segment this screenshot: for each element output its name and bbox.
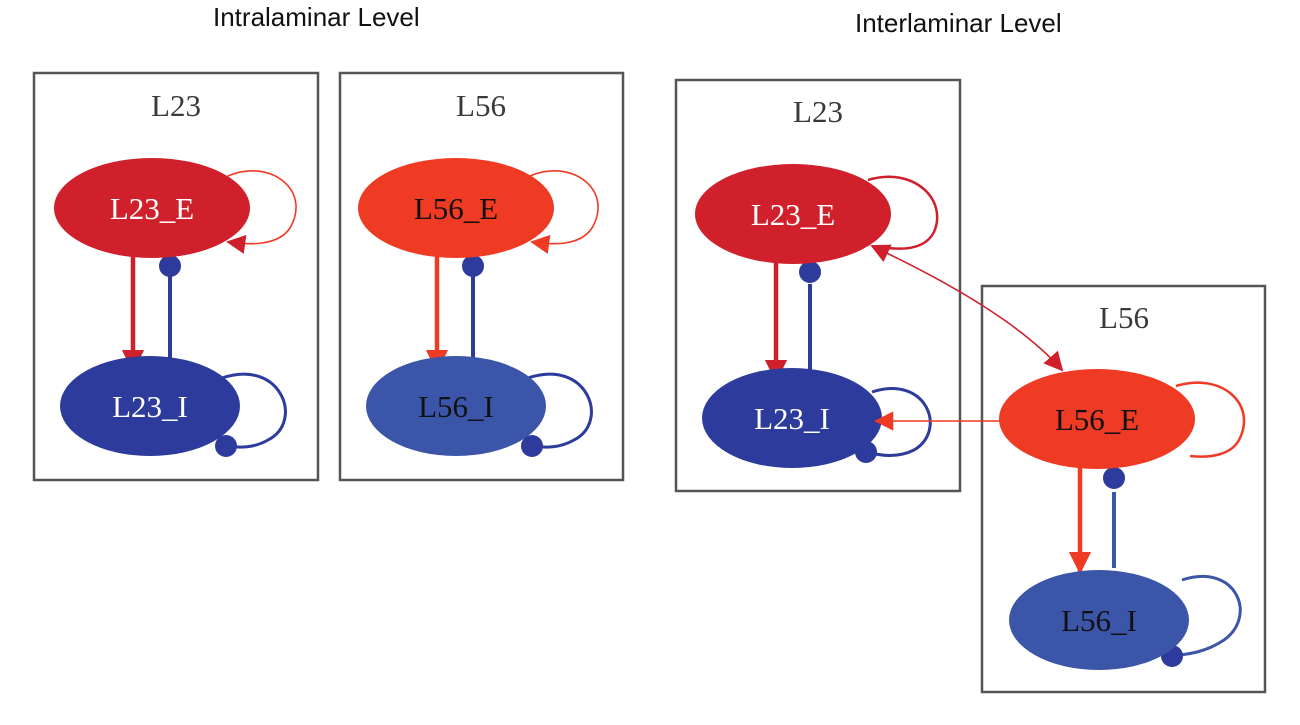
node-excitatory bbox=[695, 164, 891, 264]
inhibitory-terminal bbox=[1103, 467, 1125, 489]
cluster-label: L23 bbox=[151, 88, 201, 123]
node-inhibitory bbox=[1009, 570, 1189, 670]
node-label: L56_E bbox=[1055, 402, 1139, 437]
self-loop-excitatory bbox=[529, 170, 599, 254]
inhibitory-terminal bbox=[159, 255, 181, 277]
node-inhibitory bbox=[60, 356, 240, 456]
self-loop-inhibitory bbox=[1171, 574, 1242, 658]
cluster-box bbox=[338, 71, 625, 482]
cluster-box bbox=[32, 71, 320, 482]
interlaminar-edges bbox=[870, 244, 1064, 431]
node-label: L23_I bbox=[754, 401, 830, 436]
node-label: L23_E bbox=[110, 191, 194, 226]
node-excitatory bbox=[54, 158, 250, 258]
self-loop-inhibitory bbox=[865, 387, 932, 457]
node-label: L23_E bbox=[751, 197, 835, 232]
cluster-box bbox=[980, 284, 1267, 694]
intra-cluster-l56: L56 L56_E L56_I bbox=[338, 71, 625, 482]
node-inhibitory bbox=[366, 356, 546, 456]
self-loop-inhibitory bbox=[221, 372, 287, 449]
inhibitory-terminal bbox=[521, 435, 543, 457]
self-loop-excitatory bbox=[1175, 381, 1246, 458]
node-label: L56_I bbox=[1061, 603, 1137, 638]
node-label: L56_I bbox=[418, 389, 494, 424]
cluster-label: L23 bbox=[793, 94, 843, 129]
inter-cluster-l56: L56 L56_E L56_I bbox=[980, 284, 1267, 694]
node-label: L23_I bbox=[112, 389, 188, 424]
inhibitory-terminal bbox=[215, 435, 237, 457]
edge-l23e-l56e bbox=[870, 244, 1064, 372]
node-inhibitory bbox=[702, 368, 882, 468]
cluster-label: L56 bbox=[1099, 300, 1149, 335]
inhibitory-terminal bbox=[799, 261, 821, 283]
intralaminar-heading: Intralaminar Level bbox=[213, 2, 420, 32]
inhibitory-terminal bbox=[462, 255, 484, 277]
intra-cluster-l23: L23 L23_E L23_I bbox=[32, 71, 320, 482]
node-excitatory bbox=[999, 369, 1195, 469]
node-excitatory bbox=[358, 158, 554, 258]
inter-cluster-l23: L23 L23_E L23_I bbox=[674, 78, 962, 493]
self-loop-excitatory bbox=[226, 170, 297, 254]
self-loop-inhibitory bbox=[527, 372, 593, 449]
interlaminar-heading: Interlaminar Level bbox=[855, 8, 1062, 38]
cluster-label: L56 bbox=[456, 88, 506, 123]
node-label: L56_E bbox=[414, 191, 498, 226]
